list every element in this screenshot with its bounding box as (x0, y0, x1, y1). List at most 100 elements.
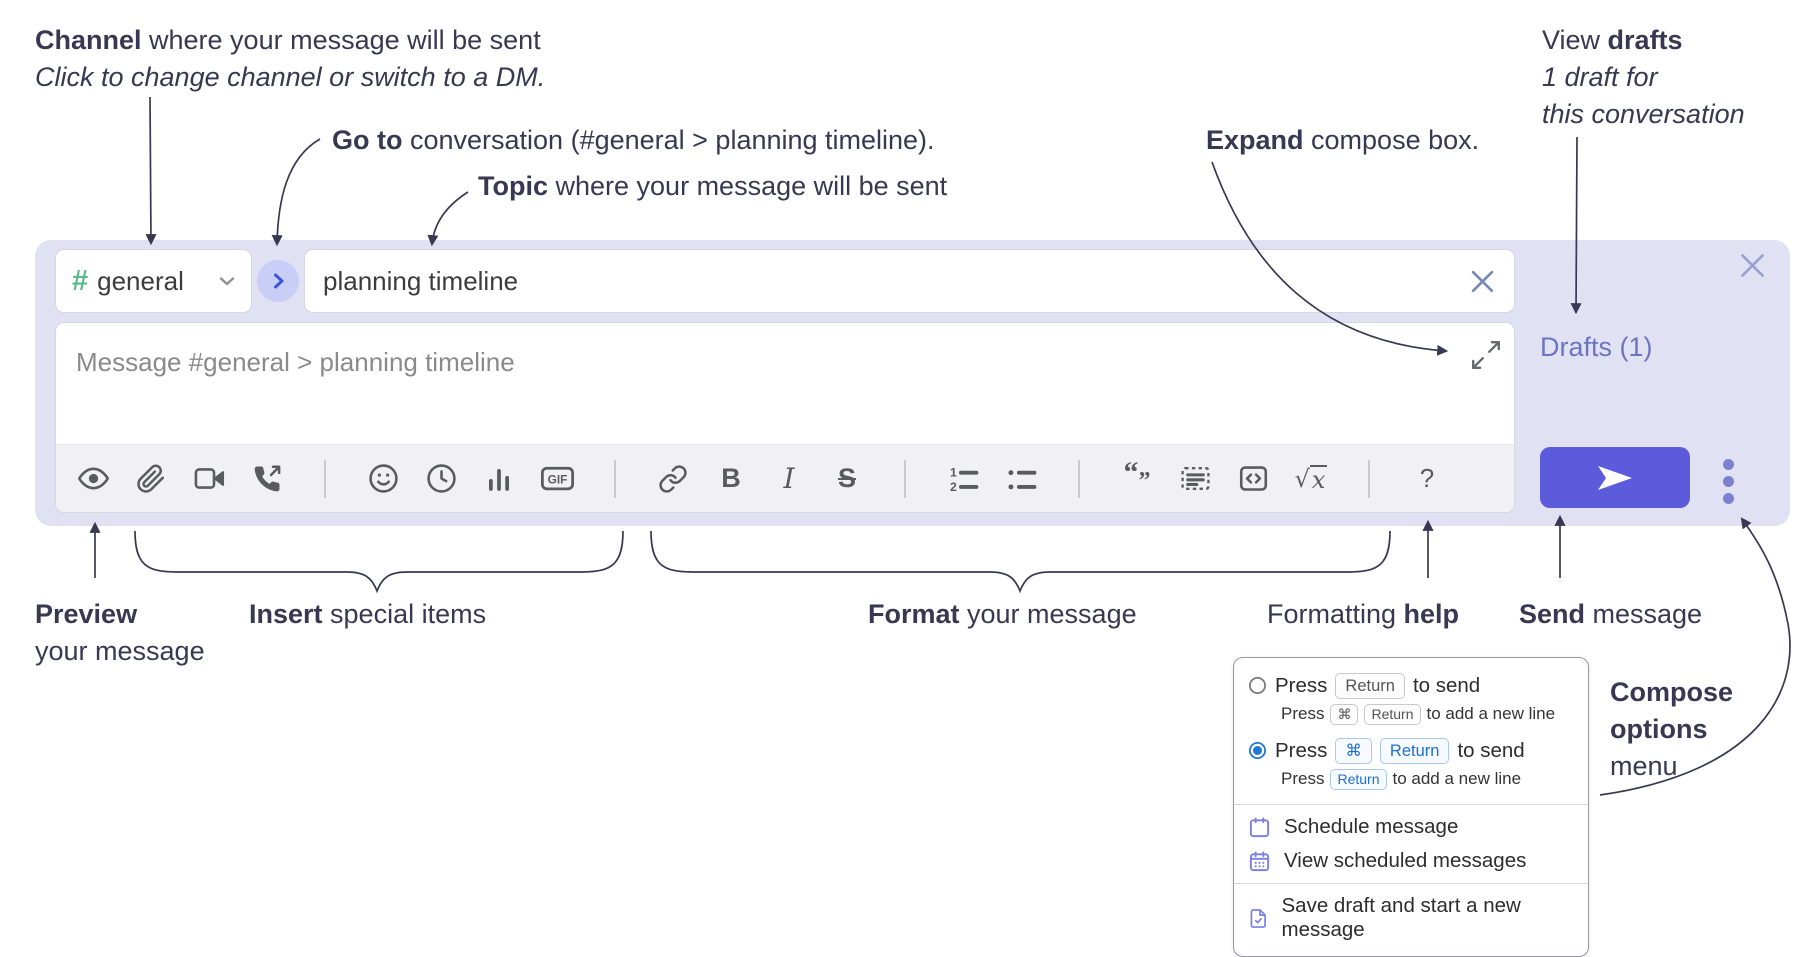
video-call-button[interactable] (180, 455, 238, 503)
spoiler-button[interactable] (1166, 455, 1224, 503)
italic-button[interactable]: I (760, 455, 818, 503)
compose-toolbar: GIF B I S (56, 444, 1514, 512)
compose-options-annotation: Compose options menu (1610, 677, 1734, 781)
topic-input[interactable]: planning timeline (304, 249, 1515, 313)
drafts-link[interactable]: Drafts (1) (1540, 332, 1653, 362)
attach-file-button[interactable] (122, 455, 180, 503)
format-brace (650, 530, 1391, 594)
schedule-message-item[interactable]: Schedule message (1234, 810, 1588, 844)
gif-icon: GIF (540, 466, 574, 491)
goto-annotation: Go to conversation (#general > planning … (332, 125, 935, 155)
channel-selector[interactable]: # general (55, 249, 252, 313)
compose-box-panel: # general planning timeline Message #gen… (35, 240, 1790, 526)
quote-button[interactable]: “” (1108, 455, 1166, 503)
time-button[interactable] (412, 455, 470, 503)
view-scheduled-messages-item[interactable]: View scheduled messages (1234, 844, 1588, 878)
emoji-icon (368, 464, 398, 493)
cmd-key: ⌘ (1335, 737, 1372, 764)
calendar-icon (1249, 816, 1270, 837)
code-icon (1239, 466, 1267, 491)
insert-annotation: Insert special items (249, 599, 487, 629)
send-option-cmd-return-hint: Press Return to add a new line (1281, 768, 1522, 790)
close-compose-button[interactable] (1735, 248, 1769, 282)
return-key: Return (1330, 768, 1387, 790)
compose-options-menu-button[interactable] (1721, 457, 1736, 506)
poll-button[interactable] (470, 455, 528, 503)
link-button[interactable] (644, 455, 702, 503)
clear-x-icon[interactable] (1469, 268, 1496, 295)
numbered-list-button[interactable]: 1 2 (934, 455, 992, 503)
time-icon (426, 464, 456, 493)
send-annotation: Send message (1519, 599, 1703, 629)
chevron-down-icon (219, 277, 235, 286)
toolbar-divider (586, 455, 644, 503)
italic-icon: I (783, 462, 795, 495)
radio-selected-icon (1249, 742, 1266, 759)
format-annotation: Format your message (868, 599, 1137, 629)
vertical-ellipsis-icon (1723, 459, 1734, 470)
topic-annotation: Topic where your message will be sent (478, 171, 948, 201)
toolbar-divider (876, 455, 934, 503)
strikethrough-button[interactable]: S (818, 455, 876, 503)
menu-divider (1234, 804, 1588, 805)
compose-options-popup: Press Return to send Press ⌘ Return to a… (1233, 657, 1589, 957)
gif-button[interactable]: GIF (528, 455, 586, 503)
menu-divider (1234, 883, 1588, 884)
svg-text:2: 2 (949, 480, 956, 494)
video-call-icon (194, 468, 224, 489)
send-option-return-hint: Press ⌘ Return to add a new line (1281, 703, 1556, 725)
bold-icon: B (721, 463, 741, 493)
preview-icon (77, 467, 109, 490)
channel-annotation: Channel where your message will be sent … (35, 25, 546, 92)
goto-conversation-button[interactable] (257, 260, 299, 302)
poll-icon (489, 468, 509, 491)
cmd-key: ⌘ (1330, 703, 1359, 725)
svg-text:GIF: GIF (547, 472, 567, 486)
message-placeholder: Message #general > planning timeline (76, 347, 515, 377)
preview-annotation: Preview your message (35, 599, 205, 666)
send-option-cmd-return[interactable]: Press ⌘ Return to send (1234, 734, 1588, 767)
bold-button[interactable]: B (702, 455, 760, 503)
view-drafts-annotation: View drafts 1 draft for this conversatio… (1542, 25, 1745, 129)
calendar-grid-icon (1249, 850, 1270, 871)
math-button[interactable]: √x (1282, 455, 1340, 503)
channel-name: general (97, 265, 184, 296)
quote-icon: “” (1123, 456, 1151, 494)
radio-unselected-icon (1249, 677, 1266, 694)
channel-arrow (145, 96, 157, 246)
expand-diagonal-icon[interactable] (1470, 339, 1502, 371)
return-key: Return (1379, 737, 1450, 764)
math-icon: √x (1294, 464, 1328, 494)
toolbar-divider (1340, 455, 1398, 503)
save-draft-icon (1250, 908, 1266, 928)
strikethrough-icon: S (837, 463, 856, 493)
send-option-return[interactable]: Press Return to send (1234, 669, 1588, 702)
chevron-right-icon (274, 273, 284, 289)
numbered-list-icon: 1 2 (949, 466, 978, 494)
code-button[interactable] (1224, 455, 1282, 503)
bulleted-list-icon (1007, 470, 1036, 490)
bulleted-list-button[interactable] (992, 455, 1050, 503)
insert-brace (134, 530, 624, 594)
return-key: Return (1364, 703, 1421, 725)
message-compose-area[interactable]: Message #general > planning timeline (55, 322, 1515, 513)
save-draft-item[interactable]: Save draft and start a new message (1234, 889, 1588, 947)
toolbar-divider (1050, 455, 1108, 503)
spoiler-icon (1180, 467, 1210, 490)
close-x-icon (1740, 253, 1764, 277)
emoji-button[interactable] (354, 455, 412, 503)
send-plane-icon (1598, 465, 1632, 490)
help-icon: ? (1419, 463, 1435, 493)
topic-arrow (427, 191, 469, 247)
goto-arrow (271, 138, 321, 247)
formatting-help-annotation: Formatting help (1267, 599, 1460, 629)
svg-text:1: 1 (949, 466, 956, 480)
expand-annotation: Expand compose box. (1206, 125, 1480, 155)
send-button[interactable] (1540, 447, 1690, 508)
formatting-help-button[interactable]: ? (1398, 455, 1456, 503)
topic-value: planning timeline (323, 265, 519, 296)
return-key: Return (1335, 672, 1405, 699)
attach-icon (137, 464, 165, 493)
voice-call-button[interactable] (238, 455, 296, 503)
preview-button[interactable] (64, 455, 122, 503)
